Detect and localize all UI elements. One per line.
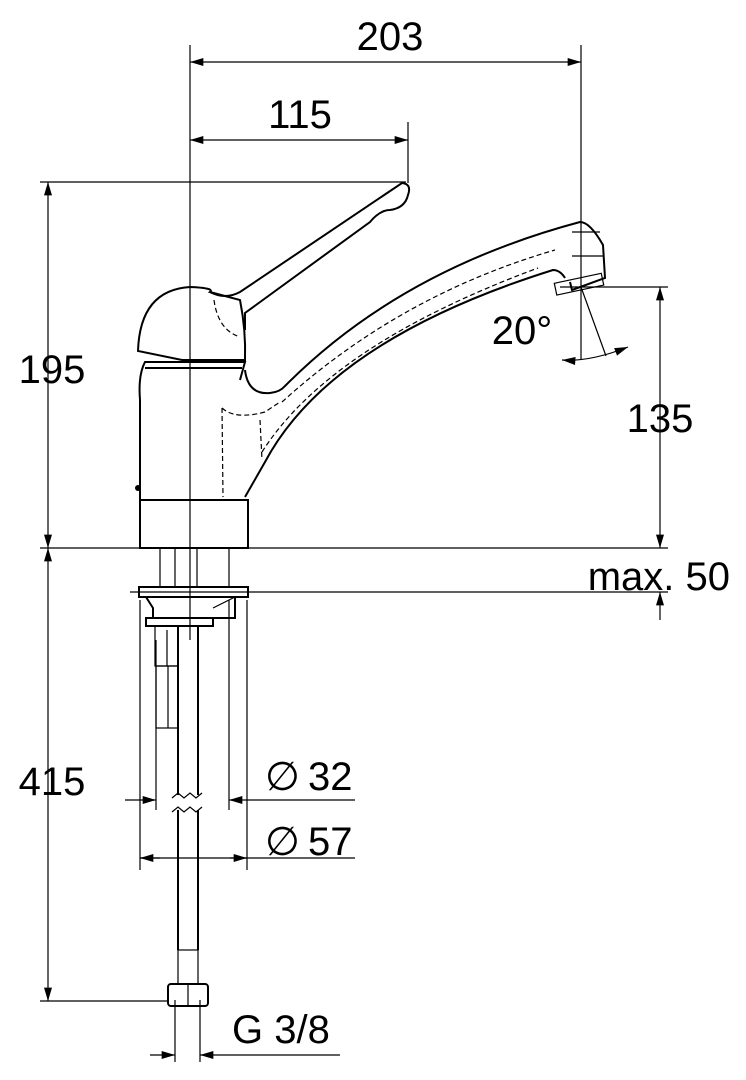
label-32: 32 [308,755,353,799]
extension-lines [40,45,668,1062]
lever-cap [136,285,247,361]
spout [244,220,607,395]
label-203: 203 [357,15,424,59]
diameter-symbol-32: ∅ [265,755,300,799]
diameter-symbol-57: ∅ [265,820,300,864]
label-57: 57 [308,820,353,864]
label-115: 115 [268,93,332,137]
hose-ferrule [177,949,199,985]
mounting-assembly [138,548,249,1007]
label-max-50: max. 50 [588,555,730,599]
label-g38: G 3/8 [232,1008,330,1052]
label-195: 195 [19,348,86,392]
label-415: 415 [19,760,86,804]
label-20-degrees: 20° [492,309,553,353]
aerator [553,272,605,296]
dimension-lines [44,58,664,1059]
dim-arc-20deg [561,346,629,365]
faucet-body [135,181,607,549]
lever-handle [209,181,411,330]
washer [145,617,214,627]
mounting-plate [138,586,249,598]
dimension-labels: 203 115 195 415 135 20° max. 50 ∅ 32 ∅ 5… [19,15,730,1052]
hose-left [155,665,179,729]
label-135: 135 [627,397,694,441]
